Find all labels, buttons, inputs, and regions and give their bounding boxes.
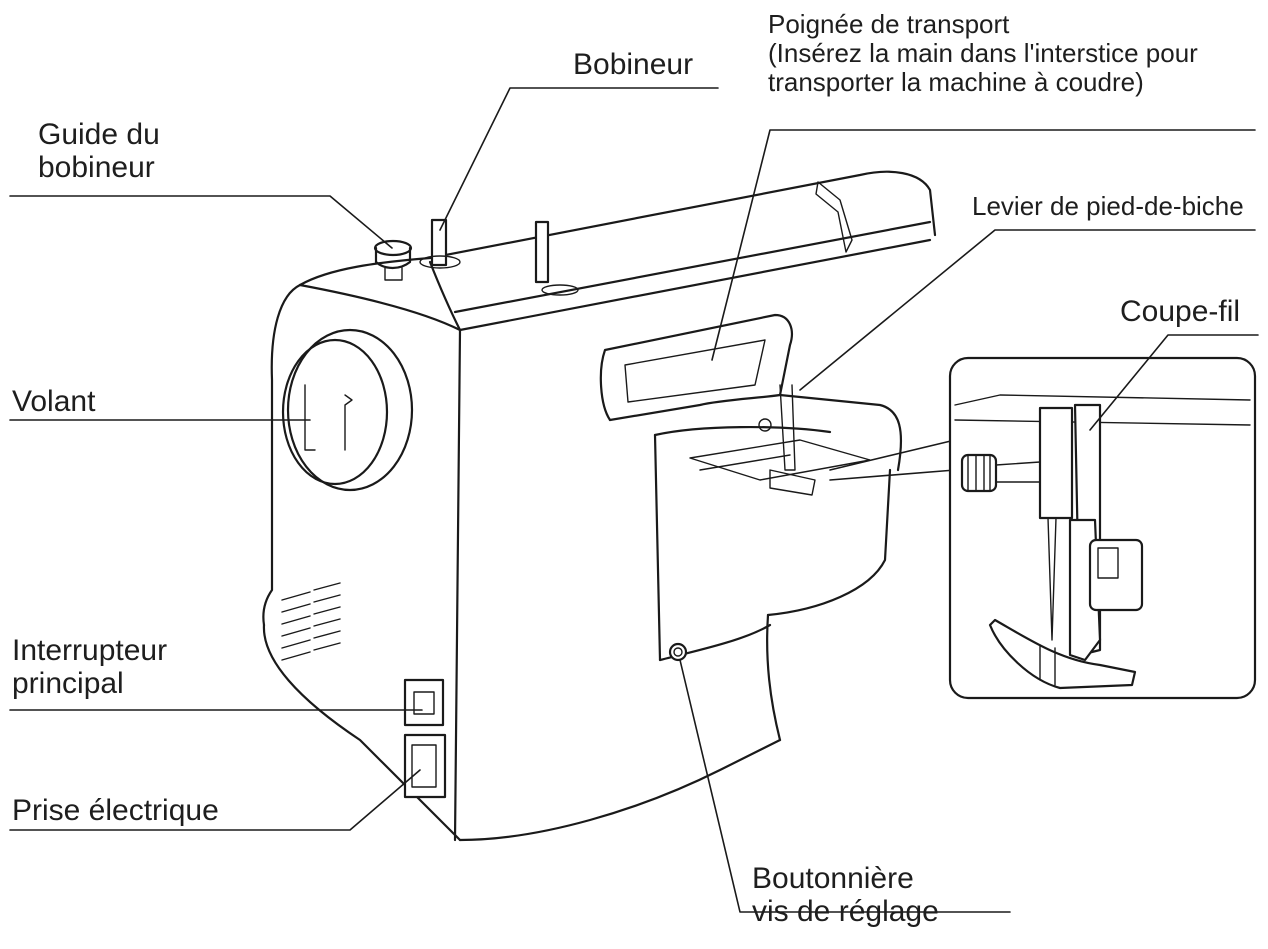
label-coupe-fil: Coupe-fil	[1120, 295, 1240, 328]
label-prise-text: Prise électrique	[12, 794, 219, 827]
leader-prise	[9, 769, 421, 831]
label-prise-electrique: Prise électrique	[12, 794, 219, 827]
label-interrupteur-principal: Interrupteur principal	[12, 634, 167, 700]
leader-lines	[9, 87, 1259, 913]
label-guide-line2: bobineur	[38, 151, 155, 184]
label-levier-pied-de-biche: Levier de pied-de-biche	[972, 192, 1244, 221]
leader-levier	[799, 229, 1256, 391]
label-boutonniere-line1: Boutonnière	[752, 862, 914, 895]
label-poignee-line2: (Insérez la main dans l'interstice pour	[768, 38, 1198, 68]
label-boutonniere-vis-reglage: Boutonnière vis de réglage	[752, 862, 939, 928]
leader-coupe-fil	[1089, 334, 1259, 431]
label-guide-line1: Guide du	[38, 118, 160, 151]
label-volant-text: Volant	[12, 385, 96, 418]
label-levier-text: Levier de pied-de-biche	[972, 191, 1244, 221]
leader-bobineur	[439, 87, 719, 231]
label-guide-bobineur: Guide du bobineur	[38, 118, 160, 184]
machine-body	[262, 170, 937, 842]
label-bobineur: Bobineur	[573, 48, 693, 81]
leader-boutonniere	[679, 659, 1011, 913]
label-poignee-line3: transporter la machine à coudre)	[768, 67, 1144, 97]
label-poignee-line1: Poignée de transport	[768, 9, 1010, 39]
leader-poignee	[711, 129, 1256, 361]
leader-guide-bobineur	[9, 195, 393, 249]
label-poignee-transport: Poignée de transport (Insérez la main da…	[768, 10, 1198, 97]
label-boutonniere-line2: vis de réglage	[752, 895, 939, 928]
label-bobineur-text: Bobineur	[573, 48, 694, 81]
coupe-fil-detail-inset	[829, 356, 1257, 700]
label-coupe-fil-text: Coupe-fil	[1120, 295, 1241, 328]
label-interrupteur-line1: Interrupteur	[12, 634, 168, 667]
label-volant: Volant	[12, 385, 95, 418]
label-interrupteur-line2: principal	[12, 667, 124, 700]
